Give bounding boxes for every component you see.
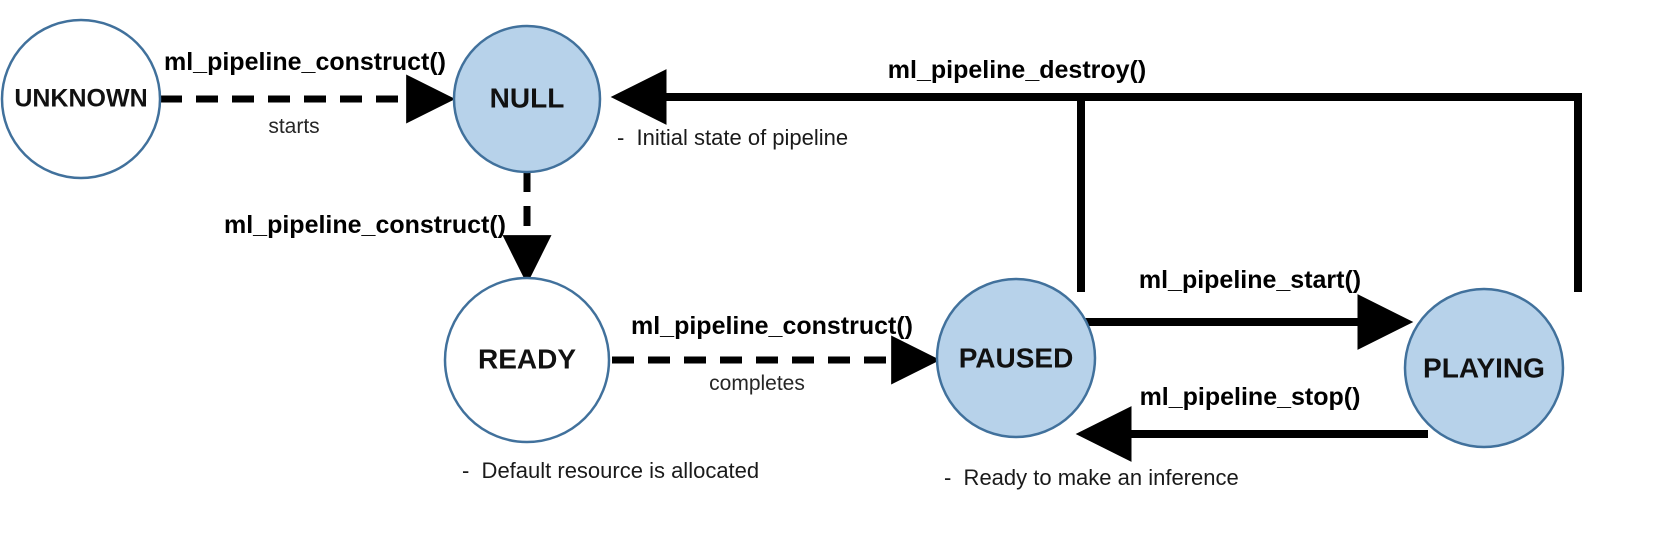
edge-null-to-ready-label: ml_pipeline_construct() xyxy=(224,211,506,239)
state-label-ready: READY xyxy=(478,343,576,374)
note-paused: - Ready to make an inference xyxy=(944,465,1239,490)
state-node-unknown[interactable]: UNKNOWN xyxy=(0,18,162,180)
state-label-playing: PLAYING xyxy=(1423,352,1545,383)
edge-playing-to-paused-label: ml_pipeline_stop() xyxy=(1140,383,1361,411)
state-label-null: NULL xyxy=(490,82,565,113)
edge-destroy-to-null-line xyxy=(610,69,1582,292)
state-node-playing[interactable]: PLAYING xyxy=(1403,287,1565,449)
edge-ready-to-paused: ml_pipeline_construct() completes xyxy=(612,312,941,395)
edge-unknown-to-null: ml_pipeline_construct() starts xyxy=(160,48,456,138)
state-node-paused[interactable]: PAUSED xyxy=(935,277,1097,439)
edge-playing-to-paused: ml_pipeline_stop() xyxy=(1075,383,1428,462)
state-circle-null[interactable] xyxy=(452,24,602,174)
edge-unknown-to-null-sublabel: starts xyxy=(268,115,319,138)
state-node-null[interactable]: NULL xyxy=(452,24,602,174)
state-node-ready[interactable]: READY xyxy=(443,276,611,444)
state-circle-unknown[interactable] xyxy=(0,18,162,180)
edge-destroy-to-null: ml_pipeline_destroy() xyxy=(610,56,1582,292)
edge-ready-to-paused-label: ml_pipeline_construct() xyxy=(631,312,913,340)
edge-ready-to-paused-sublabel: completes xyxy=(709,372,805,395)
state-label-unknown: UNKNOWN xyxy=(14,85,147,113)
edge-destroy-to-null-label: ml_pipeline_destroy() xyxy=(888,56,1146,84)
edge-unknown-to-null-label: ml_pipeline_construct() xyxy=(164,48,446,76)
state-label-paused: PAUSED xyxy=(959,342,1074,373)
note-null: - Initial state of pipeline xyxy=(617,125,848,150)
state-circle-ready[interactable] xyxy=(443,276,611,444)
edge-paused-to-playing-label: ml_pipeline_start() xyxy=(1139,266,1361,294)
edge-null-to-ready: ml_pipeline_construct() xyxy=(224,172,552,285)
state-circle-paused[interactable] xyxy=(935,277,1097,439)
state-circle-playing[interactable] xyxy=(1403,287,1565,449)
note-ready: - Default resource is allocated xyxy=(462,458,759,483)
edge-paused-to-playing: ml_pipeline_start() xyxy=(1073,266,1414,350)
